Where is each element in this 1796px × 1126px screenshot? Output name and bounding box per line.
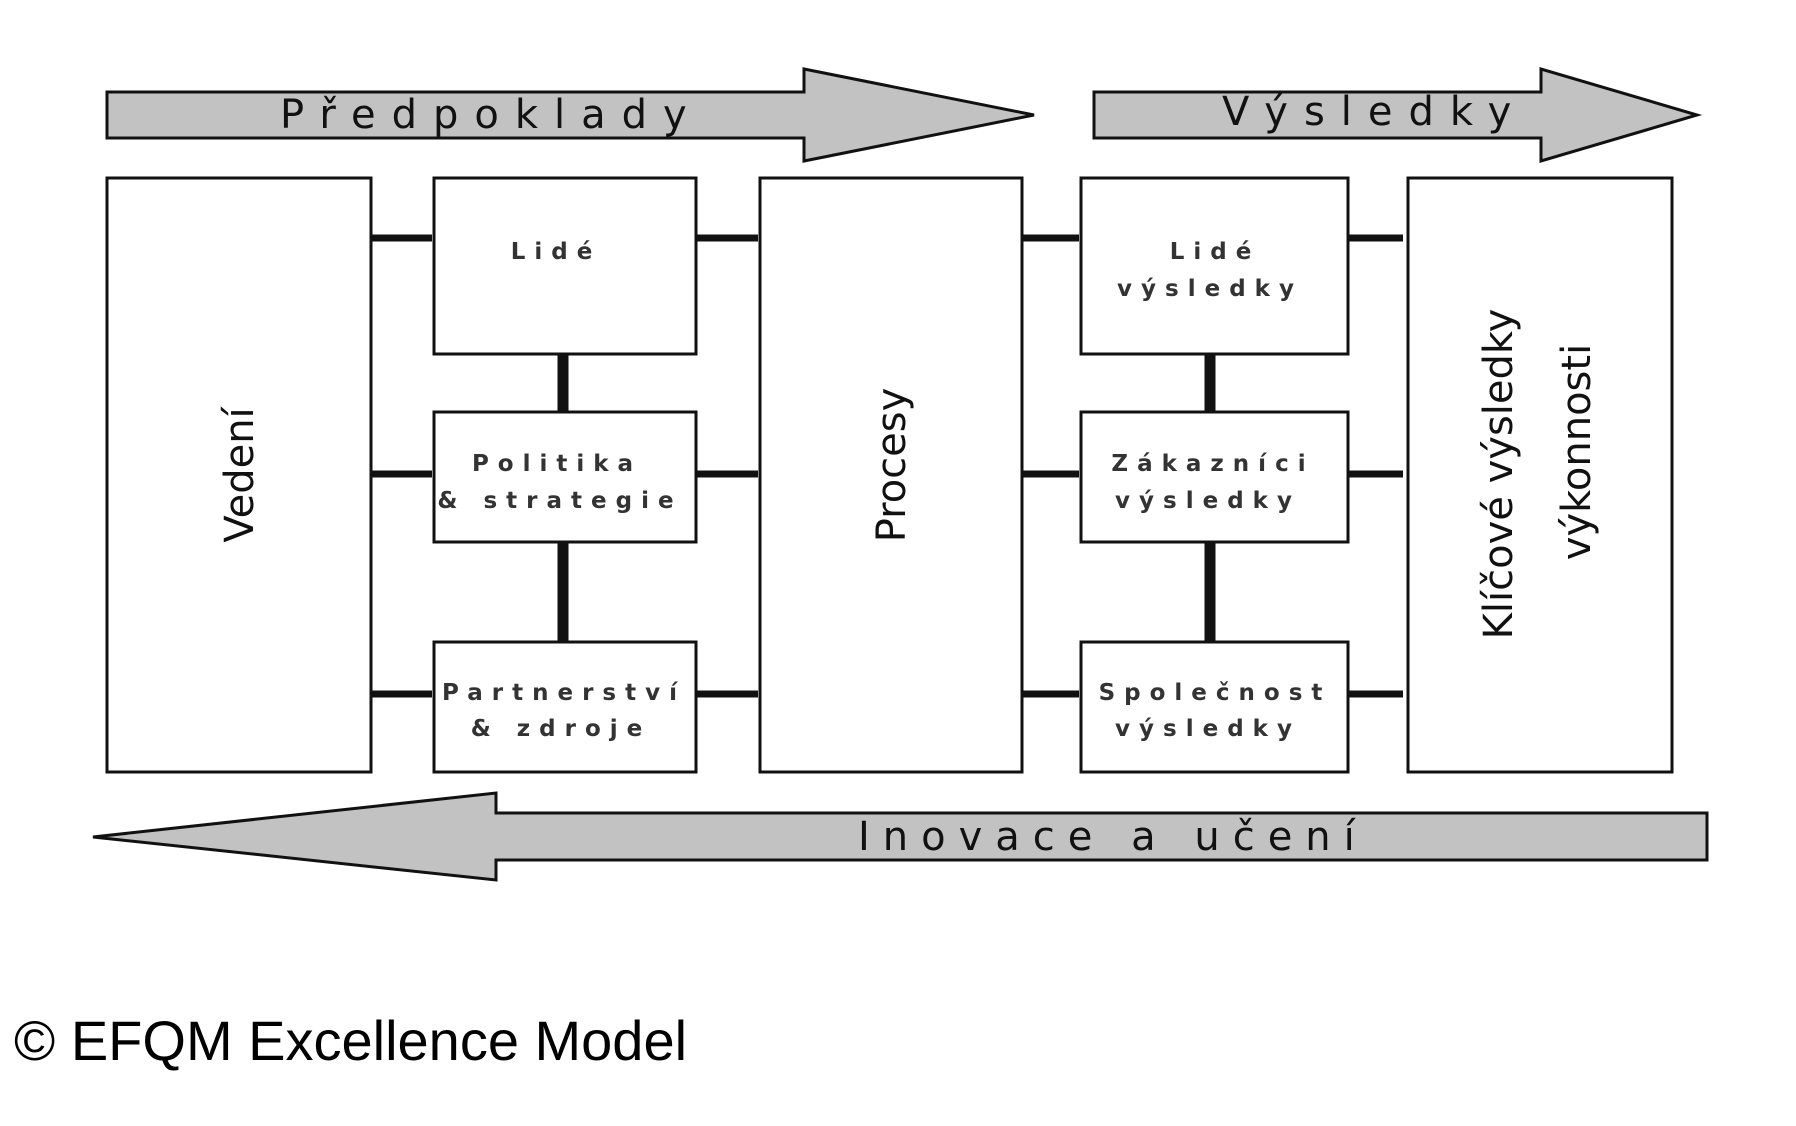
leadership-box [105, 176, 373, 774]
key-performance-results-label-line2: výkonnosti [1554, 344, 1600, 560]
connectors [366, 234, 1403, 698]
people-results-box [1079, 176, 1350, 356]
key-performance-results-box [1406, 176, 1674, 774]
processes-label: Procesy [869, 388, 915, 543]
results-arrow [1092, 66, 1703, 164]
policy-strategy-label-line2: & strategie [437, 488, 682, 514]
enablers-arrow [105, 67, 1035, 163]
customer-results-label-line2: výsledky [1115, 488, 1301, 514]
customer-results-label-line1: Zákazníci [1111, 451, 1314, 477]
key-performance-results-label-line1: Klíčové výsledky [1476, 309, 1522, 640]
copyright-caption: © EFQM Excellence Model [14, 1009, 688, 1072]
partnerships-resources-label-line2: & zdroje [471, 716, 652, 742]
people-label: Lidé [511, 239, 602, 265]
society-results-box [1079, 640, 1350, 774]
results-arrow-label: Výsledky [1222, 89, 1527, 135]
partnerships-resources-box [432, 640, 698, 774]
society-results-label-line2: výsledky [1115, 716, 1301, 742]
people-results-label-line2: výsledky [1117, 276, 1303, 302]
innovation-learning-arrow [92, 791, 1709, 882]
policy-strategy-label-line1: Politika [472, 451, 642, 477]
enablers-arrow-label: Předpoklady [280, 92, 703, 138]
customer-results-box [1079, 410, 1350, 544]
leadership-label: Vedení [217, 405, 263, 542]
people-results-label-line1: Lidé [1170, 239, 1261, 265]
policy-strategy-box [432, 410, 698, 544]
vertical-connectors [557, 354, 1216, 642]
processes-box [758, 176, 1024, 774]
society-results-label-line1: Společnost [1099, 680, 1332, 706]
people-box [432, 176, 698, 356]
innovation-learning-arrow-label: Inovace a učení [858, 814, 1368, 860]
partnerships-resources-label-line1: Partnerství [442, 680, 686, 706]
